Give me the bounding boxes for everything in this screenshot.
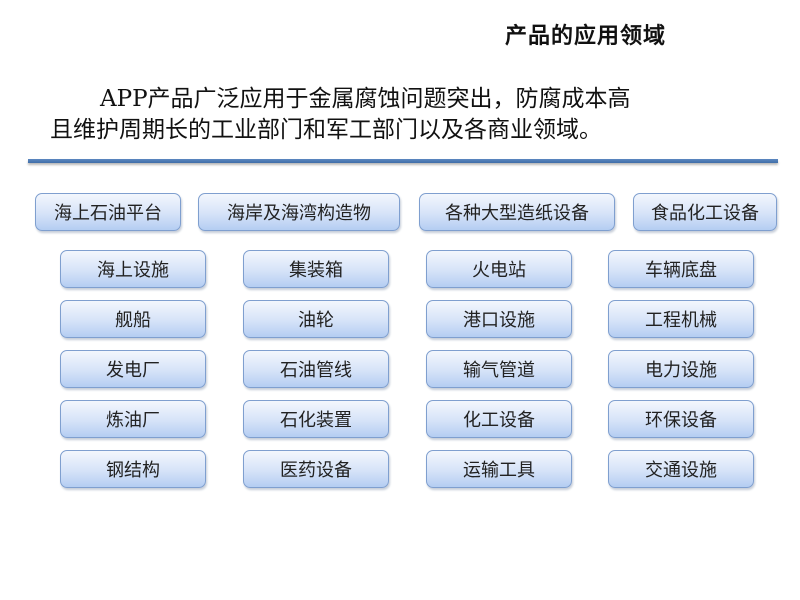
intro-line-2: 且维护周期长的工业部门和军工部门以及各商业领域。	[50, 117, 602, 143]
field-box[interactable]: 医药设备	[243, 450, 389, 488]
intro-line-1: APP产品广泛应用于金属腐蚀问题突出，防腐成本高	[100, 86, 631, 112]
field-box[interactable]: 油轮	[243, 300, 389, 338]
field-box[interactable]: 石化装置	[243, 400, 389, 438]
field-box[interactable]: 各种大型造纸设备	[419, 193, 615, 231]
intro-paragraph: APP产品广泛应用于金属腐蚀问题突出，防腐成本高 且维护周期长的工业部门和军工部…	[50, 84, 770, 146]
field-box[interactable]: 海岸及海湾构造物	[198, 193, 400, 231]
field-box[interactable]: 舰船	[60, 300, 206, 338]
divider-line	[28, 159, 778, 163]
field-box[interactable]: 食品化工设备	[633, 193, 777, 231]
field-box[interactable]: 输气管道	[426, 350, 572, 388]
field-box[interactable]: 发电厂	[60, 350, 206, 388]
field-box[interactable]: 石油管线	[243, 350, 389, 388]
field-box[interactable]: 工程机械	[608, 300, 754, 338]
field-box[interactable]: 环保设备	[608, 400, 754, 438]
field-box[interactable]: 电力设施	[608, 350, 754, 388]
field-box[interactable]: 港口设施	[426, 300, 572, 338]
field-box[interactable]: 化工设备	[426, 400, 572, 438]
field-box[interactable]: 炼油厂	[60, 400, 206, 438]
field-box[interactable]: 海上设施	[60, 250, 206, 288]
field-box[interactable]: 运输工具	[426, 450, 572, 488]
field-box[interactable]: 车辆底盘	[608, 250, 754, 288]
field-box[interactable]: 集装箱	[243, 250, 389, 288]
field-box[interactable]: 交通设施	[608, 450, 754, 488]
field-box[interactable]: 钢结构	[60, 450, 206, 488]
field-box[interactable]: 海上石油平台	[35, 193, 181, 231]
page-title: 产品的应用领域	[505, 24, 667, 49]
field-box[interactable]: 火电站	[426, 250, 572, 288]
